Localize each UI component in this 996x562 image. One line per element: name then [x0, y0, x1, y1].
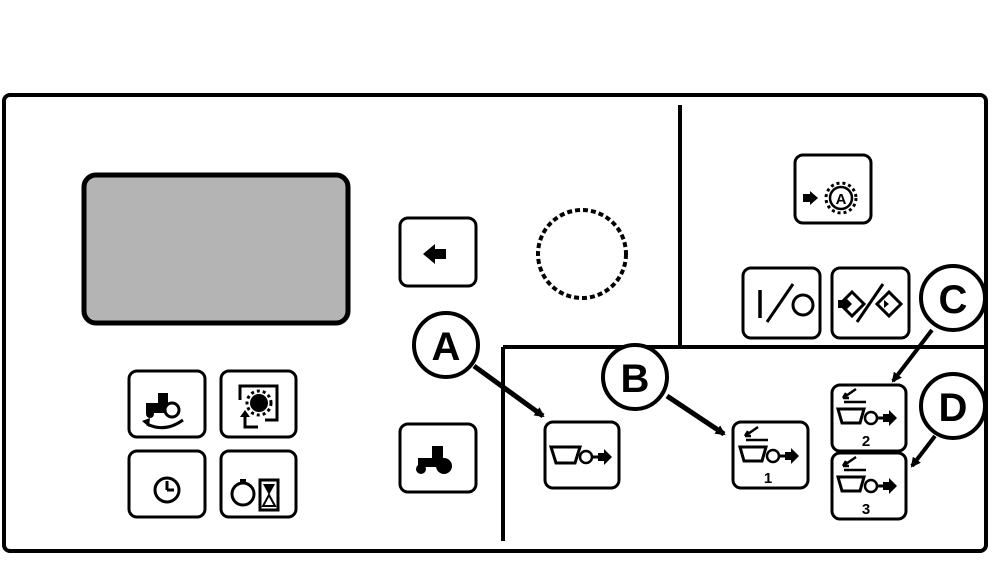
callout-b-arrow	[665, 393, 726, 437]
implement-transport-button[interactable]	[543, 420, 621, 490]
callout-a: A	[412, 311, 480, 379]
implement-arrow-icon	[548, 445, 612, 465]
callout-c-label: C	[939, 278, 968, 322]
on-off-icon	[758, 283, 815, 323]
implement-1-number: 1	[764, 470, 772, 487]
timer-button[interactable]	[219, 449, 298, 519]
callout-c-arrow	[891, 328, 934, 383]
diamond-toggle-icon	[837, 283, 904, 323]
implement-2-button[interactable]: 2	[830, 383, 908, 453]
auto-engage-button[interactable]: A	[793, 153, 873, 225]
implement-store-3-icon	[836, 455, 897, 494]
callout-b: B	[601, 343, 669, 411]
power-toggle-button[interactable]	[741, 266, 822, 340]
implement-store-1-icon	[738, 425, 799, 464]
gear-in-frame-icon	[238, 384, 279, 429]
implement-3-button[interactable]: 3	[830, 451, 908, 521]
svg-text:A: A	[836, 191, 847, 208]
tractor-icon	[416, 446, 452, 474]
clock-icon	[153, 476, 181, 504]
implement-3-number: 3	[862, 501, 870, 518]
left-arrow-icon	[423, 244, 446, 264]
tractor-cycle-button[interactable]	[127, 369, 207, 439]
implement-2-number: 2	[862, 433, 870, 450]
callout-d: D	[919, 372, 987, 440]
callout-d-label: D	[939, 386, 968, 430]
diamond-toggle-button[interactable]	[830, 266, 911, 340]
callout-a-arrow	[472, 363, 545, 419]
tractor-button[interactable]	[398, 422, 478, 494]
display-screen	[81, 172, 351, 326]
callout-d-arrow	[910, 434, 937, 468]
rotary-knob[interactable]	[536, 208, 628, 300]
arrow-into-auto-gear-icon: A	[803, 181, 858, 215]
tractor-gear-icon	[142, 393, 184, 430]
gear-cycle-button[interactable]	[219, 369, 298, 439]
callout-b-label: B	[621, 357, 650, 401]
stopwatch-hourglass-icon	[230, 478, 280, 512]
implement-1-button[interactable]: 1	[731, 420, 810, 490]
clock-button[interactable]	[127, 449, 207, 519]
callout-c: C	[919, 264, 987, 332]
implement-store-2-icon	[836, 387, 897, 426]
back-button[interactable]	[398, 216, 478, 288]
callout-a-label: A	[432, 325, 461, 369]
